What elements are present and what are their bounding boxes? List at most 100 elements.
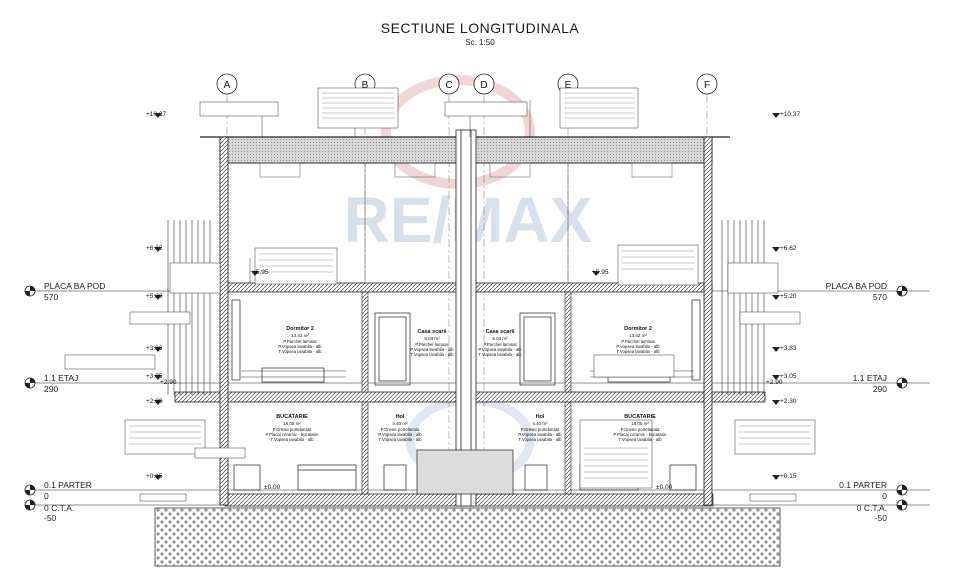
interior-wall xyxy=(564,401,572,495)
party-wall xyxy=(455,129,477,507)
room-name: BUCATARIE xyxy=(276,414,308,420)
room-name: Hol xyxy=(396,414,405,420)
axis-bubble xyxy=(438,73,460,95)
elev-mark: +10.37 xyxy=(780,111,800,118)
interior-wall xyxy=(564,291,572,393)
elev-mark: +3.83 xyxy=(780,345,797,352)
room-area: 4.40 m² xyxy=(392,421,408,426)
room-finish: T.Vopsea lavabila - alb xyxy=(271,437,315,442)
level-name-right: 1.1 ETAJ xyxy=(852,373,887,383)
room-finish: P.Parchet laminat xyxy=(283,339,317,344)
furniture xyxy=(233,449,697,495)
elev-mark: +3.05 xyxy=(780,373,797,380)
room-name: Dormitor 2 xyxy=(624,326,652,332)
elev-mark: +5.95 xyxy=(252,269,269,276)
elev-mark: +3.83 xyxy=(146,345,163,352)
level-name-left: 1.1 ETAJ xyxy=(44,373,79,383)
facade-louvres-left xyxy=(167,220,211,395)
room-finish: T.Vopsea lavabila - alb xyxy=(617,349,661,354)
room-finish: P.Parchet laminat xyxy=(415,342,449,347)
axis-bubble xyxy=(216,73,238,95)
axis-label-c: C xyxy=(445,80,452,91)
axis-bubble xyxy=(473,73,495,95)
room-finish: P.Vopsea lavabila - alb xyxy=(518,432,562,437)
level-elev-right: 570 xyxy=(872,292,887,302)
elev-mark: +6.62 xyxy=(146,245,163,252)
room-finish: T.Vopsea lavabila - alb xyxy=(519,437,563,442)
room-finish: P.Gresie portelanata xyxy=(521,427,560,432)
room-finish: P.Gresie portelanata xyxy=(621,427,660,432)
elev-mark: +10.37 xyxy=(146,111,166,118)
room-area: 5.03 m² xyxy=(424,336,440,341)
room-name: Casa scarii xyxy=(417,329,447,335)
axis-label-e: E xyxy=(565,80,572,91)
facade-louvres-right xyxy=(721,220,765,395)
elev-mark: +3.05 xyxy=(146,373,163,380)
level-name-left: PLACA BA POD xyxy=(44,281,106,291)
interior-wall xyxy=(361,291,369,393)
room-finish: P.Gresie portelanata xyxy=(381,427,420,432)
room-name: Casa scarii xyxy=(485,329,515,335)
room-finish: P.Gresie portelanata xyxy=(273,427,312,432)
interior-wall xyxy=(361,401,369,495)
drawing-title: SECTIUNE LONGITUDINALA xyxy=(380,20,580,36)
elev-mark: +5.20 xyxy=(146,293,163,300)
room-finish: T.Vopsea lavabila - alb xyxy=(279,349,323,354)
elev-mark: +2.90 xyxy=(160,379,177,386)
room-finish: P.Placaj ceramic - bucatarie xyxy=(614,432,668,437)
elev-mark: ±0.00 xyxy=(656,484,673,491)
elev-mark: +6.62 xyxy=(780,245,797,252)
room-area: 4.40 m² xyxy=(532,421,548,426)
level-name-right: 0.1 PARTER xyxy=(839,480,887,490)
level-elev-left: 290 xyxy=(44,384,59,394)
room-area: 13.42 m² xyxy=(629,333,647,338)
axis-label-b: B xyxy=(362,80,369,91)
room-finish: P.Parchet laminat xyxy=(483,342,517,347)
level-name-left: 0.1 PARTER xyxy=(44,480,92,490)
foundation-hatch xyxy=(154,507,781,567)
room-finish: P.Placaj ceramic - bucatarie xyxy=(266,432,320,437)
room-finish: P.Parchet laminat xyxy=(621,339,655,344)
drawing-scale: Sc. 1:50 xyxy=(465,38,495,47)
level-elev-right: 0 xyxy=(882,491,887,501)
axis-label-a: A xyxy=(224,80,231,91)
level-name-left: 0 C.T.A. xyxy=(44,503,75,513)
axis-label-d: D xyxy=(480,80,487,91)
room-finish: T.Vopsea lavabila - alb xyxy=(619,437,663,442)
elev-mark: +0.15 xyxy=(146,473,163,480)
level-elev-left: 570 xyxy=(44,292,59,302)
level-elev-right: -50 xyxy=(874,513,887,523)
room-finish: T.Vopsea lavabila - alb xyxy=(379,437,423,442)
room-finish: T.Vopsea lavabila - alb xyxy=(411,352,455,357)
elev-mark: +5.95 xyxy=(592,269,609,276)
elev-mark: +2.30 xyxy=(780,398,797,405)
room-area: 13.42 m² xyxy=(291,333,309,338)
room-finish: P.Vopsea lavabila - alb xyxy=(378,432,422,437)
wall-right xyxy=(703,136,713,506)
level-elev-right: 290 xyxy=(872,384,887,394)
attic-details xyxy=(259,162,673,283)
axis-label-f: F xyxy=(704,80,710,91)
room-finish: P.Vopsea lavabila - alb xyxy=(410,347,454,352)
elev-mark: ±0.00 xyxy=(264,484,281,491)
elev-mark: +5.20 xyxy=(780,293,797,300)
elev-mark: +2.90 xyxy=(766,379,783,386)
level-elev-left: 0 xyxy=(44,491,49,501)
room-finish: P.Vopsea lavabila - alb xyxy=(616,344,660,349)
elev-mark: +0.15 xyxy=(780,473,797,480)
level-elev-left: -50 xyxy=(44,513,57,523)
axis-bubble xyxy=(696,73,718,95)
room-finish: P.Vopsea lavabila - alb xyxy=(278,344,322,349)
level-markers xyxy=(24,285,908,511)
wall-left xyxy=(219,136,229,506)
room-finish: P.Vopsea lavabila - alb xyxy=(478,347,522,352)
level-name-right: PLACA BA POD xyxy=(825,281,887,291)
room-finish: T.Vopsea lavabila - alb xyxy=(479,352,523,357)
room-area: 18.05 m² xyxy=(283,421,301,426)
level-name-right: 0 C.T.A. xyxy=(856,503,887,513)
room-name: Hol xyxy=(536,414,545,420)
note-text-lines xyxy=(129,92,811,479)
room-name: BUCATARIE xyxy=(624,414,656,420)
